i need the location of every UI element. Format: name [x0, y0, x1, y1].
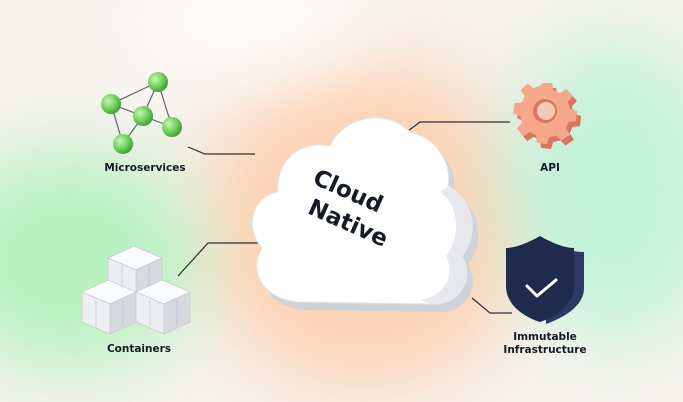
microservices-icon: [101, 72, 182, 154]
gear-icon: [513, 82, 582, 150]
label-immutable-line1: Immutable: [513, 331, 577, 343]
label-microservices: Microservices: [104, 162, 186, 174]
label-immutable-line2: Infrastructure: [503, 344, 587, 356]
container-box-right: [135, 279, 191, 335]
background-glow-green-left: [0, 150, 200, 370]
container-box-left: [81, 279, 137, 335]
label-containers: Containers: [106, 343, 172, 355]
shield-check-icon: [506, 236, 584, 324]
microservice-node: [113, 134, 133, 154]
microservice-node: [133, 106, 153, 126]
cloud-icon: Cloud Native: [251, 117, 479, 313]
microservice-node: [162, 117, 182, 137]
label-api: API: [540, 162, 560, 174]
connector-microservices: [187, 146, 255, 155]
microservice-node: [101, 94, 121, 114]
containers-icon: [81, 245, 191, 335]
microservice-node: [148, 72, 168, 92]
connector-immutable: [471, 297, 512, 314]
cloud-side-shade: [420, 186, 473, 305]
